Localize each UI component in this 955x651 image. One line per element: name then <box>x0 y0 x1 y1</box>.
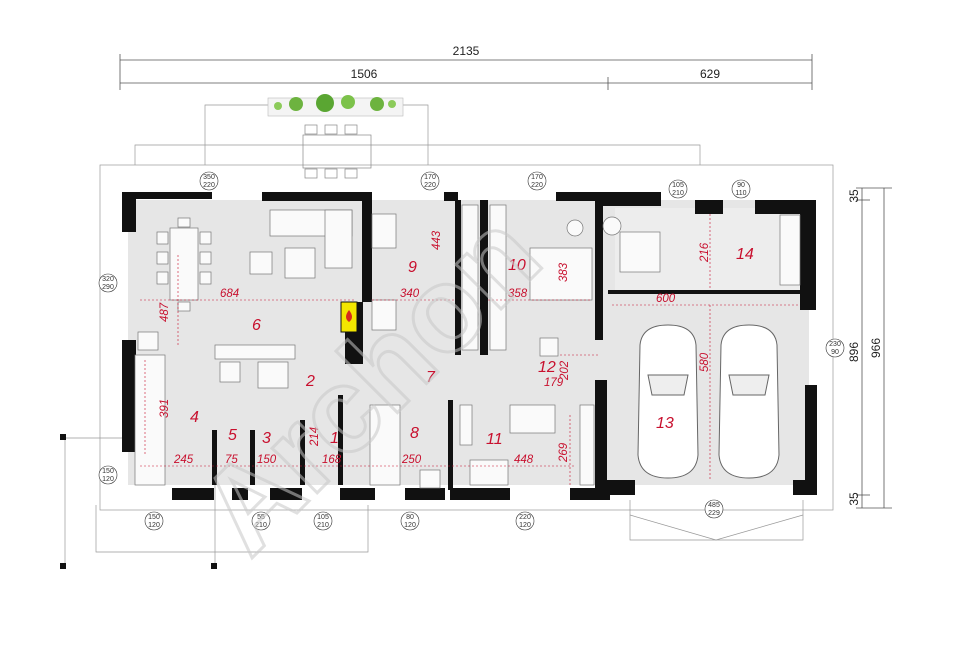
opening-1-height: 220 <box>203 182 215 189</box>
room-dimension-guides <box>140 214 800 485</box>
room-number-9: 9 <box>408 259 417 276</box>
opening-5-height: 110 <box>735 190 746 197</box>
room-10-width: 358 <box>508 288 528 300</box>
room-4-depth: 391 <box>159 399 171 418</box>
room-number-5: 5 <box>228 427 237 444</box>
opening-labels: 350 220 170 220 170 220 105 210 90 110 3… <box>102 174 841 529</box>
terrace-table <box>302 124 372 179</box>
room-11-depth: 269 <box>558 442 570 463</box>
dim-inner-depth: 896 <box>847 342 861 362</box>
room-3-width: 150 <box>257 454 277 466</box>
room-number-6: 6 <box>252 317 261 334</box>
room-6-width: 684 <box>220 288 239 300</box>
cars <box>637 324 780 479</box>
room-6-depth: 487 <box>159 302 171 322</box>
room-12-depth: 202 <box>559 360 571 381</box>
opening-11-height: 210 <box>317 522 329 529</box>
room-number-3: 3 <box>262 430 271 447</box>
room-13-depth: 580 <box>699 352 711 372</box>
room-number-4: 4 <box>190 409 199 426</box>
room-5-width: 75 <box>225 454 238 466</box>
room-10-depth: 383 <box>558 262 570 282</box>
opening-9-height: 120 <box>148 522 160 529</box>
room-4-width: 245 <box>173 454 194 466</box>
opening-14-width: 485 <box>708 502 720 509</box>
opening-5-width: 90 <box>737 182 745 189</box>
dim-total-width: 2135 <box>453 44 480 58</box>
dim-garage-width: 629 <box>700 67 720 81</box>
room-13-width: 600 <box>656 293 676 305</box>
opening-7-height: 90 <box>831 349 839 356</box>
room-12-width: 179 <box>544 377 564 389</box>
opening-9-width: 150 <box>148 514 160 521</box>
opening-13-width: 220 <box>519 514 531 521</box>
opening-4-height: 210 <box>672 190 684 197</box>
opening-1-width: 350 <box>203 174 215 181</box>
room-1-depth: 214 <box>309 427 321 447</box>
opening-2-width: 170 <box>424 174 436 181</box>
opening-14-height: 229 <box>708 510 720 517</box>
room-number-2: 2 <box>305 373 315 390</box>
post <box>60 563 66 569</box>
opening-markers <box>98 171 845 531</box>
room-9-width: 340 <box>400 288 420 300</box>
room-9-depth: 443 <box>431 230 443 250</box>
room-8-width: 250 <box>401 454 422 466</box>
opening-3-width: 170 <box>531 174 543 181</box>
chimney <box>340 301 358 333</box>
opening-10-height: 210 <box>255 522 267 529</box>
room-number-14: 14 <box>736 246 754 263</box>
post <box>211 563 217 569</box>
dim-main-width: 1506 <box>351 67 378 81</box>
furniture <box>134 204 801 489</box>
room-number-13: 13 <box>656 415 674 432</box>
opening-10-width: 55 <box>257 514 265 521</box>
opening-11-width: 105 <box>317 514 329 521</box>
dim-bottom-offset: 35 <box>847 492 861 506</box>
opening-12-height: 120 <box>404 522 416 529</box>
dimension-lines <box>119 54 892 509</box>
opening-6-height: 290 <box>102 284 114 291</box>
post <box>60 434 66 440</box>
opening-13-height: 120 <box>519 522 531 529</box>
room-number-8: 8 <box>410 425 419 442</box>
walls <box>122 192 817 500</box>
opening-12-width: 80 <box>406 514 414 521</box>
dim-top-offset: 35 <box>847 189 861 203</box>
opening-7-width: 230 <box>829 341 841 348</box>
room-number-7: 7 <box>426 369 436 386</box>
dim-total-depth: 966 <box>869 338 883 358</box>
room-number-11: 11 <box>486 431 503 448</box>
room-11-width: 448 <box>514 454 534 466</box>
opening-8-height: 120 <box>102 476 114 483</box>
opening-8-width: 150 <box>102 468 114 475</box>
opening-3-height: 220 <box>531 182 543 189</box>
room-number-12: 12 <box>538 359 556 376</box>
room-1-width: 168 <box>322 454 342 466</box>
room-14-depth: 216 <box>699 242 711 263</box>
opening-6-width: 320 <box>102 276 114 283</box>
opening-2-height: 220 <box>424 182 436 189</box>
opening-4-width: 105 <box>672 182 684 189</box>
greenery <box>267 94 404 117</box>
room-number-1: 1 <box>330 430 339 447</box>
room-number-10: 10 <box>508 257 526 274</box>
